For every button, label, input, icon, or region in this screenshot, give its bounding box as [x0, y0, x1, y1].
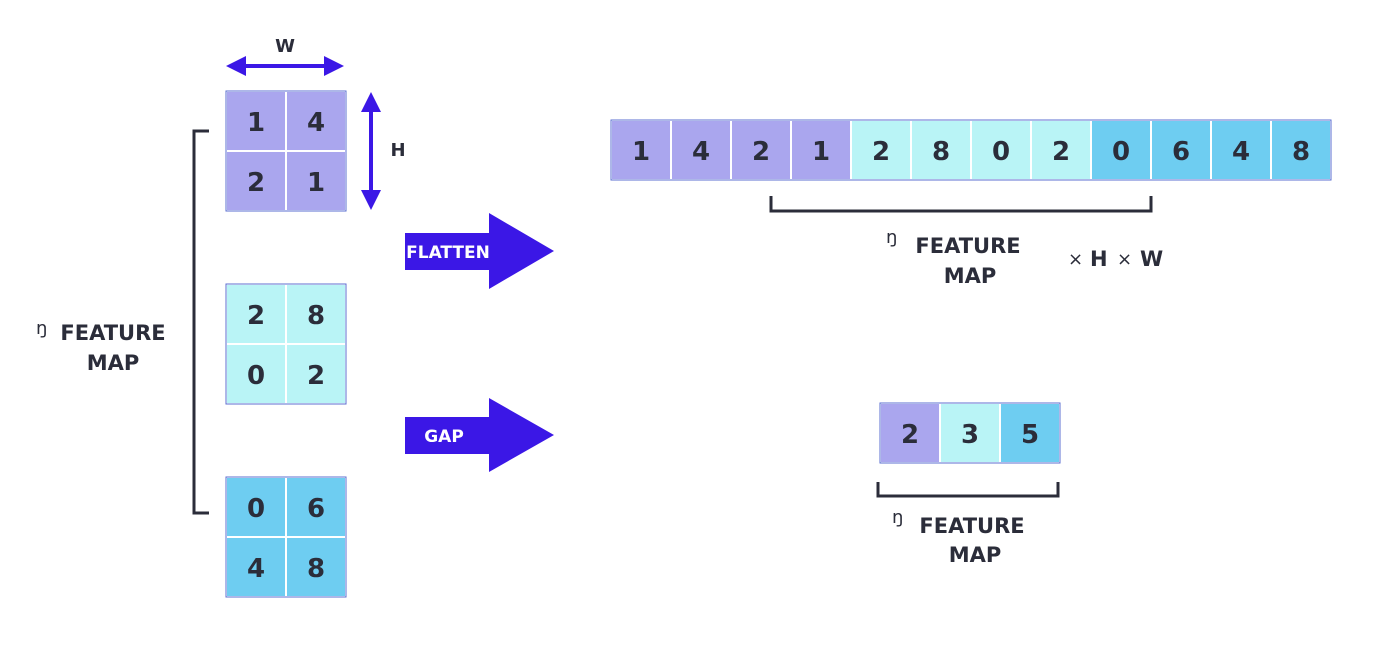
- gap-vector-outline: [879, 402, 1061, 464]
- flattened-vector-cell: 1: [790, 119, 852, 181]
- flatten-w-label: W: [1140, 247, 1163, 271]
- gap-label-line1: FEATURE: [919, 514, 1024, 538]
- flattened-vector-cell-value: 1: [632, 137, 650, 167]
- feature-map-1-cell-value: 1: [307, 168, 325, 198]
- flattened-vector-cell-value: 0: [992, 137, 1010, 167]
- flatten-h-label: H: [1090, 247, 1108, 271]
- feature-map-2-cell: 8: [285, 283, 347, 345]
- flattened-vector-cell: 2: [1030, 119, 1092, 181]
- feature-map-3-cell-value: 6: [307, 494, 325, 524]
- flattened-vector-cell-value: 2: [872, 137, 890, 167]
- flattened-vector-cell: 8: [1270, 119, 1332, 181]
- flatten-times-symbol-1: ×: [1068, 249, 1083, 270]
- gap-vector-bracket: [876, 482, 1060, 498]
- flatten-label-line2: MAP: [944, 264, 997, 288]
- feature-map-2-cell-value: 2: [247, 301, 265, 331]
- feature-map-3-outline: [225, 476, 347, 598]
- feature-map-3-cell-value: 4: [247, 554, 265, 584]
- flattened-vector-cell-value: 8: [932, 137, 950, 167]
- feature-map-label-line2: MAP: [87, 351, 140, 375]
- flattened-vector-outline: [610, 119, 1332, 181]
- flattened-vector-cell: 2: [850, 119, 912, 181]
- flattened-vector-cell-box: [1090, 119, 1152, 181]
- feature-map-1-cell-value: 1: [247, 108, 265, 138]
- flattened-vector-cell: 4: [670, 119, 732, 181]
- flattened-vector-cell-value: 2: [1052, 137, 1070, 167]
- feature-map-1-cell-box: [285, 150, 347, 212]
- flattened-vector-cell: 8: [910, 119, 972, 181]
- flattened-vector-cell-value: 6: [1172, 137, 1190, 167]
- gap-vector-cell: 3: [939, 402, 1001, 464]
- flattened-vector-cell-box: [670, 119, 732, 181]
- gap-arrow: GAP: [405, 398, 554, 472]
- gap-arrow-label: GAP: [424, 427, 464, 447]
- feature-map-1-cell: 1: [285, 150, 347, 212]
- feature-map-3: 0 6 4 8: [225, 476, 347, 598]
- flattened-vector-cell-value: 4: [692, 137, 710, 167]
- gap-vector-cell-value: 2: [901, 420, 919, 450]
- flattened-vector-cell: 1: [610, 119, 672, 181]
- flattened-vector-cell: 2: [730, 119, 792, 181]
- feature-map-3-cell: 6: [285, 476, 347, 538]
- flatten-arrow: FLATTEN: [405, 213, 554, 289]
- gap-vector: 2 3 5: [879, 402, 1061, 464]
- feature-map-1-cell: 2: [225, 150, 287, 212]
- width-dimension-label: W: [275, 36, 295, 57]
- gap-vector-cell: 5: [999, 402, 1061, 464]
- feature-map-1-outline: [225, 90, 347, 212]
- feature-map-3-cell: 0: [225, 476, 287, 538]
- flattened-vector-cell: 4: [1210, 119, 1272, 181]
- feature-map-3-cell-value: 8: [307, 554, 325, 584]
- feature-map-3-cell: 8: [285, 536, 347, 598]
- feature-map-count-symbol: ŋ: [36, 318, 47, 339]
- flattened-vector-cell-box: [850, 119, 912, 181]
- flattened-vector-bracket: [769, 196, 1153, 213]
- flattened-vector-cell: 6: [1150, 119, 1212, 181]
- feature-map-stack: 1 4 2 1 2 8 0 2 0 6 4 8: [225, 90, 347, 598]
- feature-map-2-cell-value: 2: [307, 361, 325, 391]
- height-dimension-label: H: [390, 140, 405, 161]
- feature-map-1: 1 4 2 1: [225, 90, 347, 212]
- flatten-arrow-label: FLATTEN: [406, 243, 490, 263]
- feature-map-2-cell-value: 8: [307, 301, 325, 331]
- gap-vector-cell: 2: [879, 402, 941, 464]
- flattened-vector-cell-value: 4: [1232, 137, 1250, 167]
- feature-map-1-cell-value: 4: [307, 108, 325, 138]
- feature-map-2-cell: 2: [225, 283, 287, 345]
- feature-map-label-line1: FEATURE: [60, 321, 165, 345]
- flattened-vector: 1 4 2 1 2 8 0 2 0 6 4 8: [610, 119, 1332, 181]
- feature-map-bracket: [192, 129, 209, 515]
- feature-map-1-cell: 4: [285, 90, 347, 152]
- feature-map-2: 2 8 0 2: [225, 283, 347, 405]
- feature-map-3-cell-box: [285, 536, 347, 598]
- feature-map-2-cell: 0: [225, 343, 287, 405]
- flattened-vector-cell: 0: [1090, 119, 1152, 181]
- flattened-vector-cell-box: [910, 119, 972, 181]
- gap-label-line2: MAP: [949, 543, 1002, 567]
- flattened-vector-cell-value: 0: [1112, 137, 1130, 167]
- flattened-vector-cell-box: [730, 119, 792, 181]
- feature-map-2-cell: 2: [285, 343, 347, 405]
- feature-map-1-cell: 1: [225, 90, 287, 152]
- feature-map-3-cell-value: 0: [247, 494, 265, 524]
- gap-vector-cell-box: [879, 402, 941, 464]
- gap-count-symbol: ŋ: [892, 507, 903, 528]
- gap-vector-cell-value: 3: [961, 420, 979, 450]
- flatten-times-symbol-2: ×: [1117, 249, 1132, 270]
- flatten-count-symbol: ŋ: [886, 227, 897, 248]
- flattened-vector-cell: 0: [970, 119, 1032, 181]
- flattened-vector-cell-value: 8: [1292, 137, 1310, 167]
- flattened-vector-cell-value: 1: [812, 137, 830, 167]
- feature-map-2-cell-value: 0: [247, 361, 265, 391]
- feature-map-3-cell-box: [285, 476, 347, 538]
- gap-vector-cell-value: 5: [1021, 420, 1039, 450]
- feature-map-1-cell-value: 2: [247, 168, 265, 198]
- feature-map-3-cell: 4: [225, 536, 287, 598]
- feature-map-2-outline: [225, 283, 347, 405]
- flatten-label-line1: FEATURE: [915, 234, 1020, 258]
- flattened-vector-cell-value: 2: [752, 137, 770, 167]
